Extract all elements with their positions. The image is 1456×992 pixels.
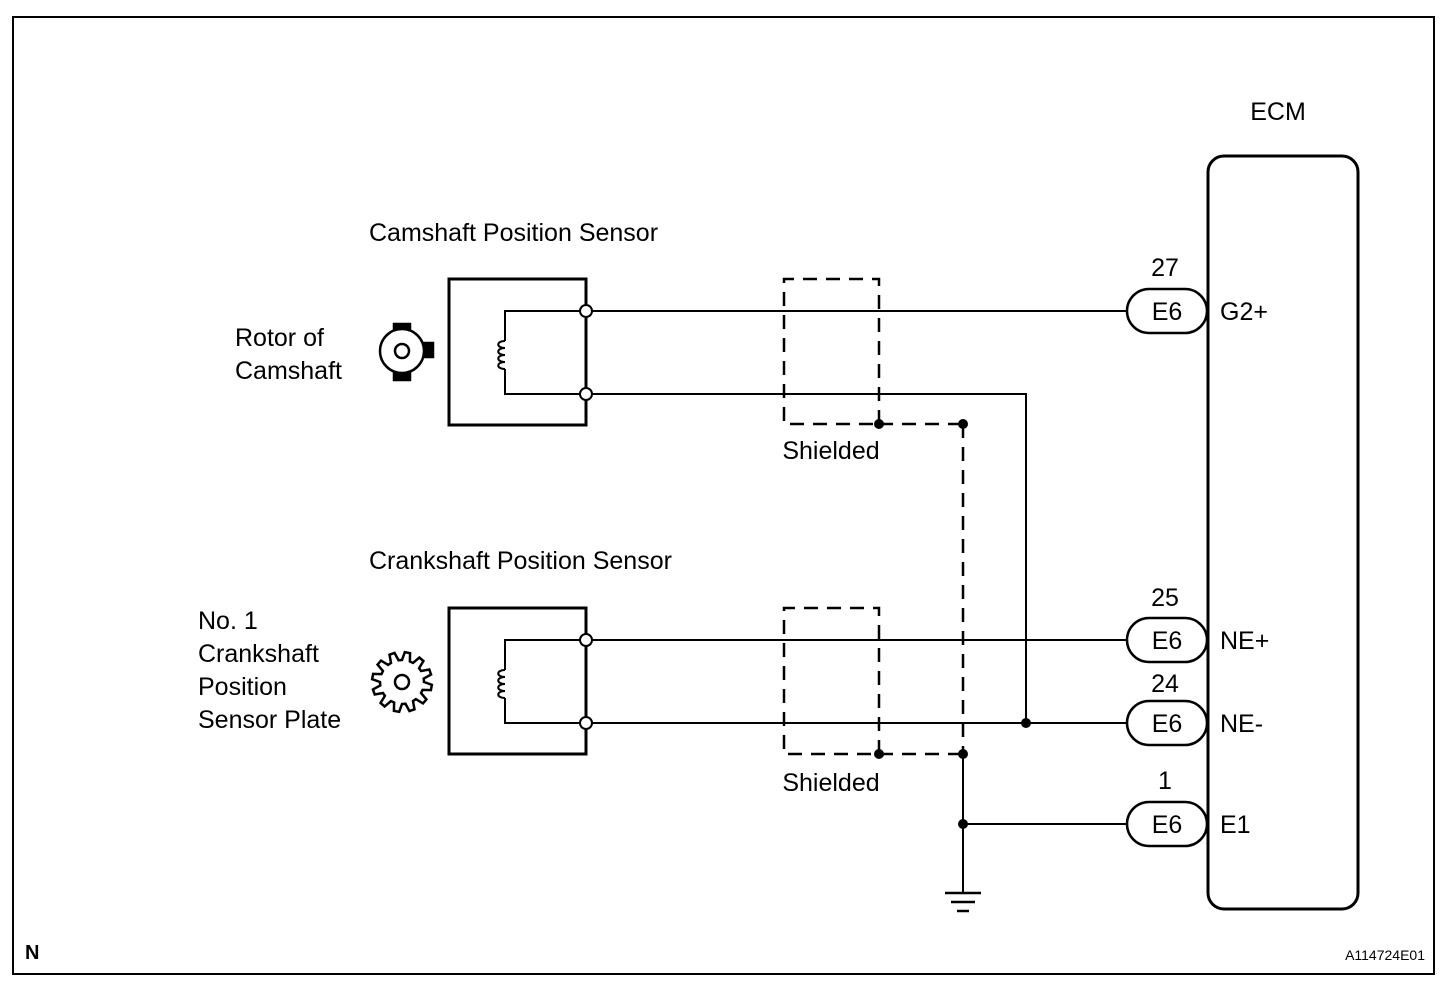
- ground-icon: [945, 891, 981, 913]
- connector-terminal-name: G2+: [1220, 298, 1268, 326]
- connector-pin-number: 27: [1151, 254, 1179, 282]
- wire-g2-minus: [586, 393, 1027, 723]
- shield-drain-wires: [879, 422, 965, 756]
- crank-plate-label-line3: Position: [198, 673, 287, 701]
- crankshaft-coil-icon: [497, 639, 586, 724]
- connector-terminal-name: E1: [1220, 811, 1251, 839]
- camshaft-rotor-icon: [378, 322, 435, 382]
- shield-label-bottom: Shielded: [782, 769, 879, 797]
- ecm-title: ECM: [1250, 98, 1306, 126]
- shield-bottom: [782, 606, 881, 756]
- crank-plate-gear-icon: [370, 650, 434, 714]
- signal-wires: [586, 310, 1127, 893]
- junction-dots: [874, 419, 1031, 829]
- connector-e1: 1 E6 E1: [1125, 767, 1251, 848]
- ecm-box: [1206, 154, 1360, 911]
- crankshaft-sensor-box: [447, 606, 588, 756]
- connector-terminal-name: NE+: [1220, 627, 1269, 655]
- connector-code: E6: [1152, 627, 1183, 655]
- crank-plate-label-line2: Crankshaft: [198, 640, 319, 668]
- connector-pin-number: 1: [1158, 767, 1172, 795]
- figure-id: A114724E01: [1345, 947, 1425, 963]
- shield-label-top: Shielded: [782, 437, 879, 465]
- camshaft-rotor-label-line1: Rotor of: [235, 324, 324, 352]
- camshaft-rotor-label-line2: Camshaft: [235, 357, 342, 385]
- connector-code: E6: [1152, 811, 1183, 839]
- camshaft-sensor-box: [447, 277, 588, 427]
- crank-plate-label-line1: No. 1: [198, 607, 258, 635]
- connector-ne-plus: 25 E6 NE+: [1125, 584, 1269, 664]
- connector-terminal-name: NE-: [1220, 710, 1263, 738]
- camshaft-coil-icon: [497, 310, 586, 395]
- crankshaft-sensor-title: Crankshaft Position Sensor: [369, 547, 672, 575]
- corner-mark: N: [25, 942, 39, 964]
- connector-pin-number: 25: [1151, 584, 1179, 612]
- crank-plate-label-line4: Sensor Plate: [198, 706, 341, 734]
- connector-pin-number: 24: [1151, 670, 1179, 698]
- connector-code: E6: [1152, 710, 1183, 738]
- connector-ne-minus: 24 E6 NE-: [1125, 670, 1263, 747]
- shield-top: [782, 277, 881, 426]
- camshaft-sensor-title: Camshaft Position Sensor: [369, 219, 658, 247]
- sensor-terminal-circles: [579, 304, 593, 730]
- diagram-frame: [12, 16, 1435, 975]
- connector-code: E6: [1152, 298, 1183, 326]
- connector-g2-plus: 27 E6 G2+: [1125, 254, 1268, 335]
